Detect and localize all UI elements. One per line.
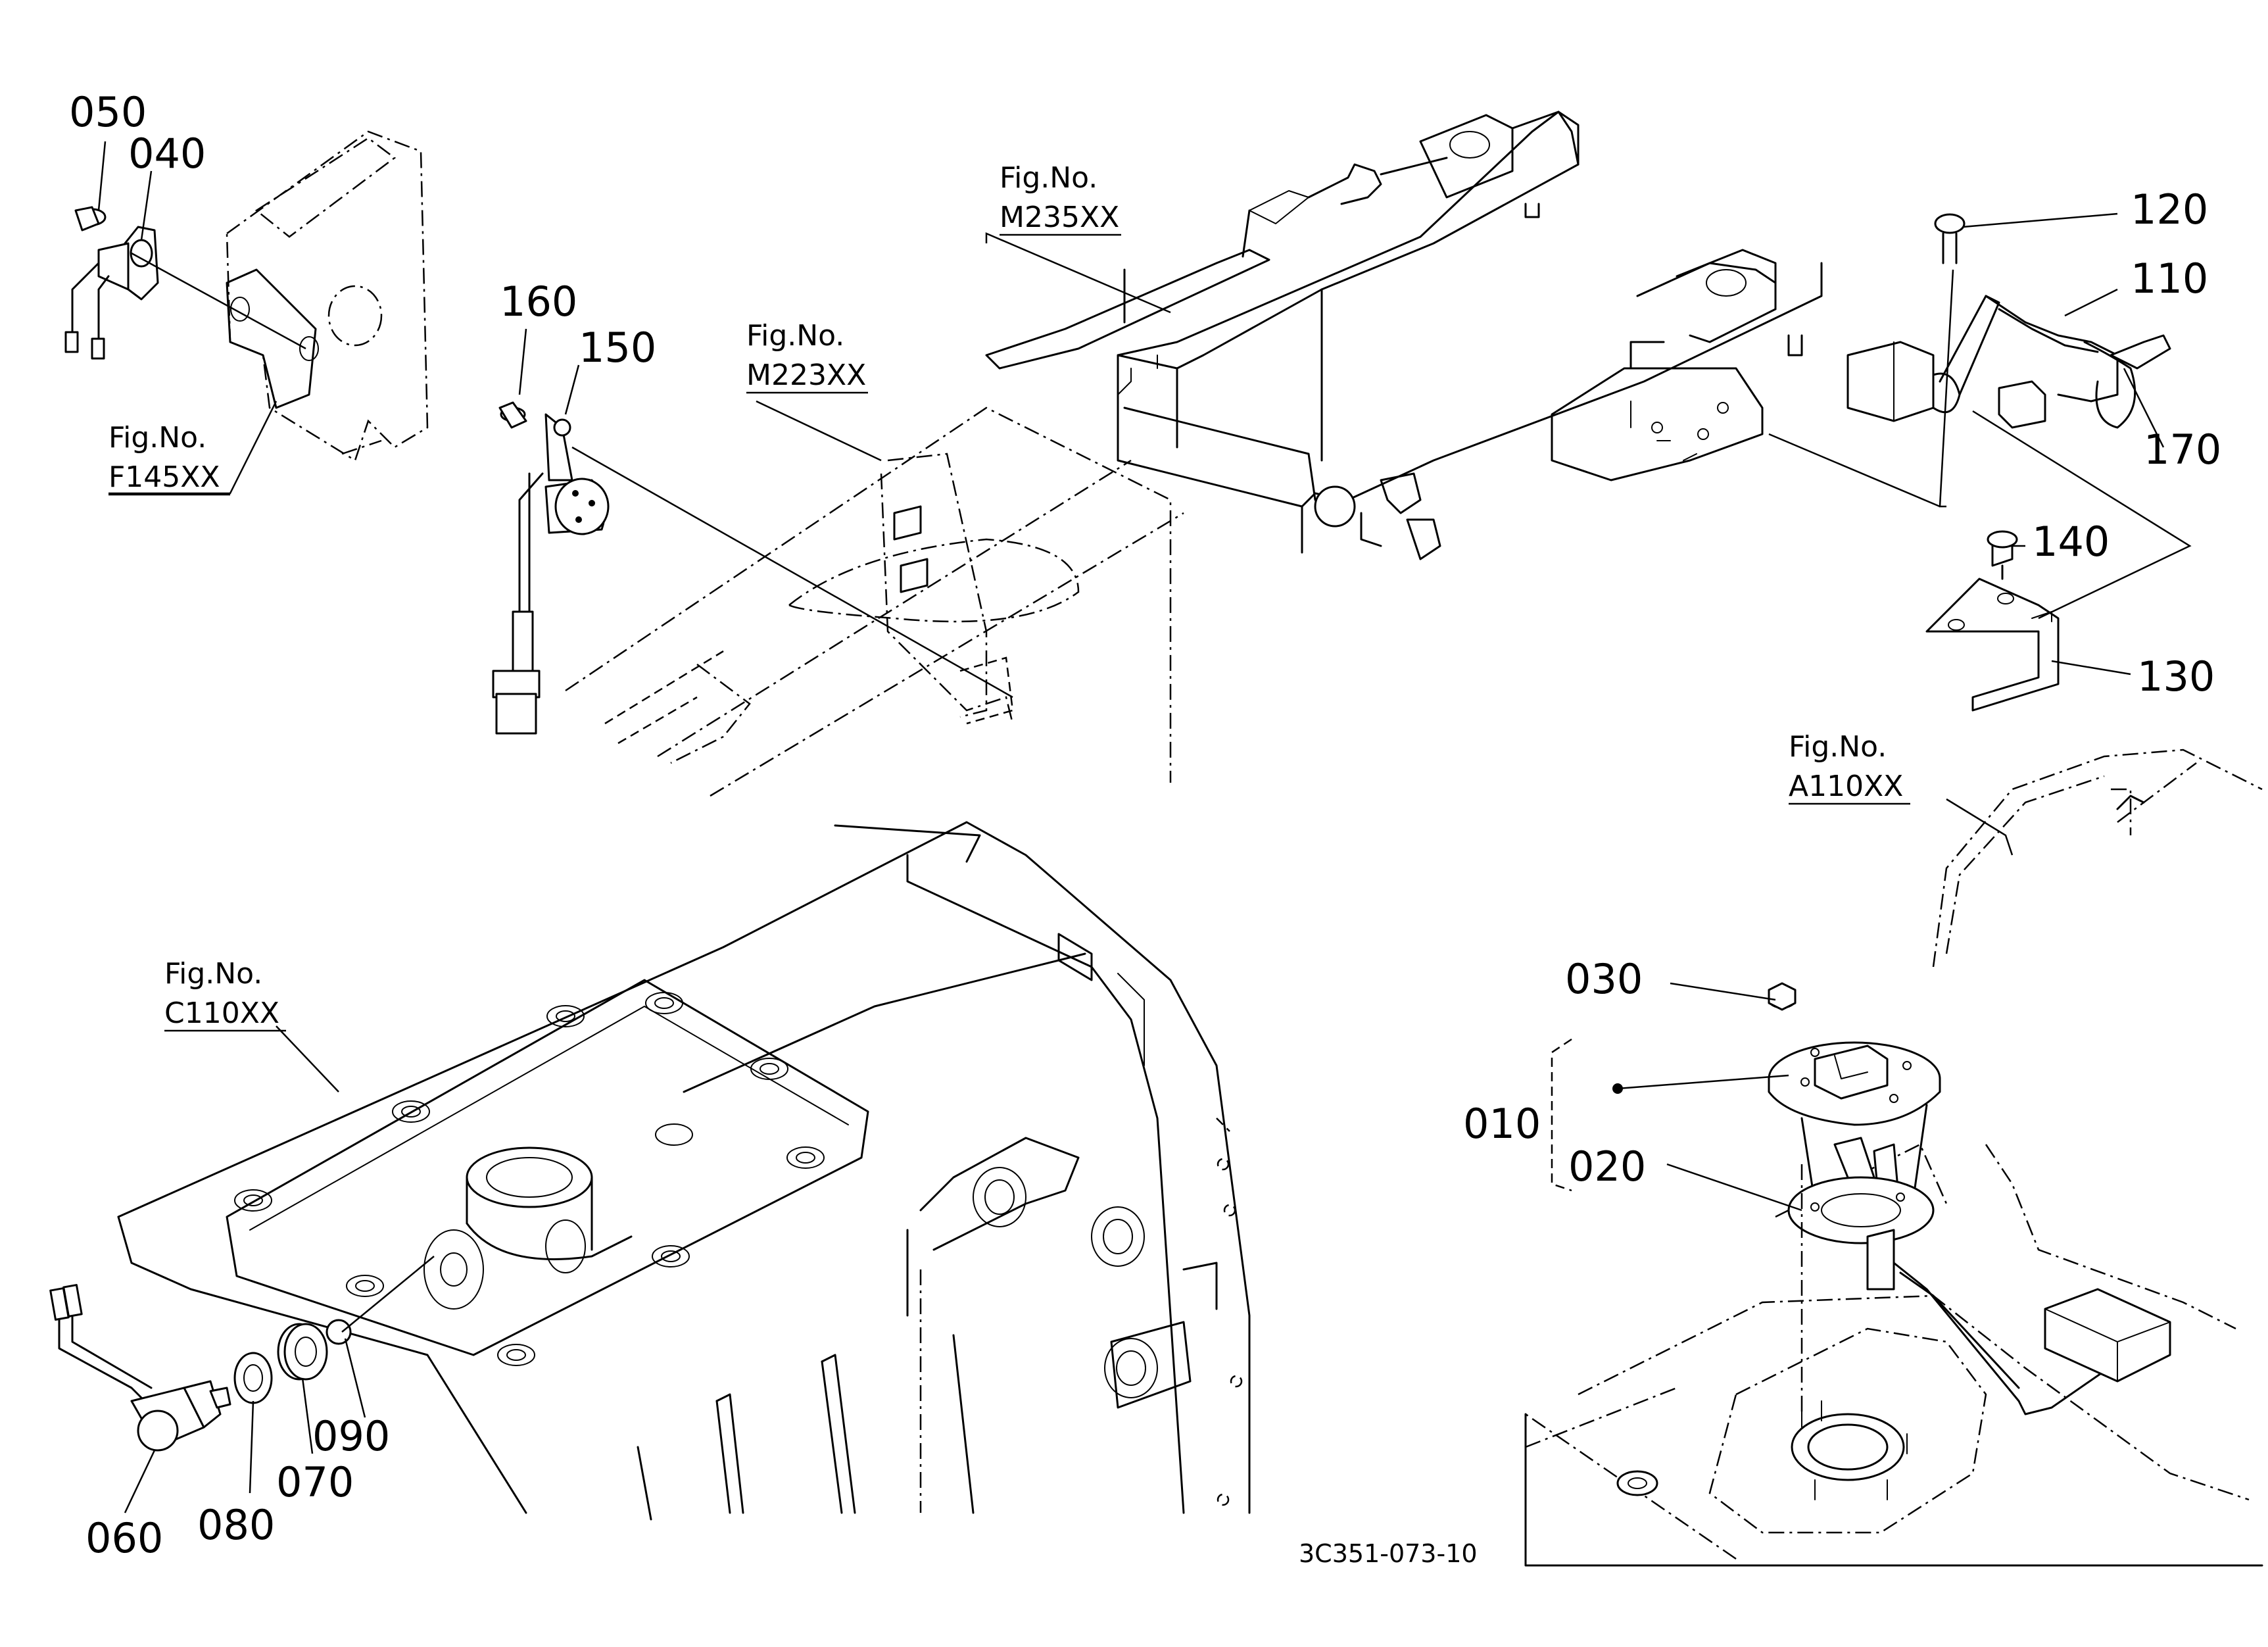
part-060-sensor-drawing [49,1284,231,1452]
label-020: 020 [1568,1143,1646,1191]
figref-a110: Fig.No. A110XX [1789,730,1910,805]
bracket-f145-drawing [226,130,429,462]
leader-lines [97,141,2192,1513]
part-070-ring-drawing [277,1323,328,1381]
part-080-washer-drawing [233,1352,273,1404]
svg-text:Fig.No.: Fig.No. [1789,730,1887,764]
part-090-ball-drawing [326,1319,352,1345]
label-140: 140 [2032,518,2110,566]
frame-m223-drawing [565,406,1184,797]
label-160: 160 [500,278,577,326]
part-010-fuel-sender-drawing [1551,982,2171,1415]
figref-m235: Fig.No. M235XX [1000,161,1121,236]
svg-text:M223XX: M223XX [746,358,866,392]
figure-references: Fig.No. F145XX Fig.No. M223XX Fig.No. M2… [109,161,1910,1032]
svg-text:Fig.No.: Fig.No. [746,319,844,353]
label-150: 150 [579,324,656,372]
part-130-plate-drawing [1925,530,2060,712]
svg-text:M235XX: M235XX [1000,201,1119,234]
fuel-tank-a110-drawing [1524,749,2263,1567]
label-010: 010 [1463,1100,1541,1148]
transmission-casing-drawing [117,821,1251,1521]
svg-text:Fig.No.: Fig.No. [109,421,206,455]
figref-m223: Fig.No. M223XX [746,319,868,394]
label-040: 040 [128,130,206,178]
label-060: 060 [85,1514,163,1562]
label-110: 110 [2131,255,2208,303]
part-110-switch-drawing [1846,213,2171,429]
label-030: 030 [1565,955,1643,1003]
part-150-sensor-drawing [492,401,610,735]
svg-text:Fig.No.: Fig.No. [1000,161,1098,195]
svg-text:A110XX: A110XX [1789,770,1903,803]
part-040-switch-drawing [64,206,159,360]
svg-text:Fig.No.: Fig.No. [164,957,262,991]
figref-f145: Fig.No. F145XX [109,421,230,496]
part-labels: 050 040 160 150 120 110 170 140 130 030 … [69,88,2221,1562]
frame-m235-drawing [985,111,1823,560]
drawing-code: 3C351-073-10 [1299,1539,1478,1568]
label-050: 050 [69,88,147,136]
svg-text:C110XX: C110XX [164,996,279,1030]
svg-text:F145XX: F145XX [109,460,220,494]
label-170: 170 [2144,426,2221,474]
figref-c110: Fig.No. C110XX [164,957,286,1032]
label-080: 080 [197,1501,275,1549]
label-070: 070 [276,1458,354,1506]
label-090: 090 [312,1412,390,1460]
label-120: 120 [2131,185,2208,234]
label-130: 130 [2137,652,2215,701]
